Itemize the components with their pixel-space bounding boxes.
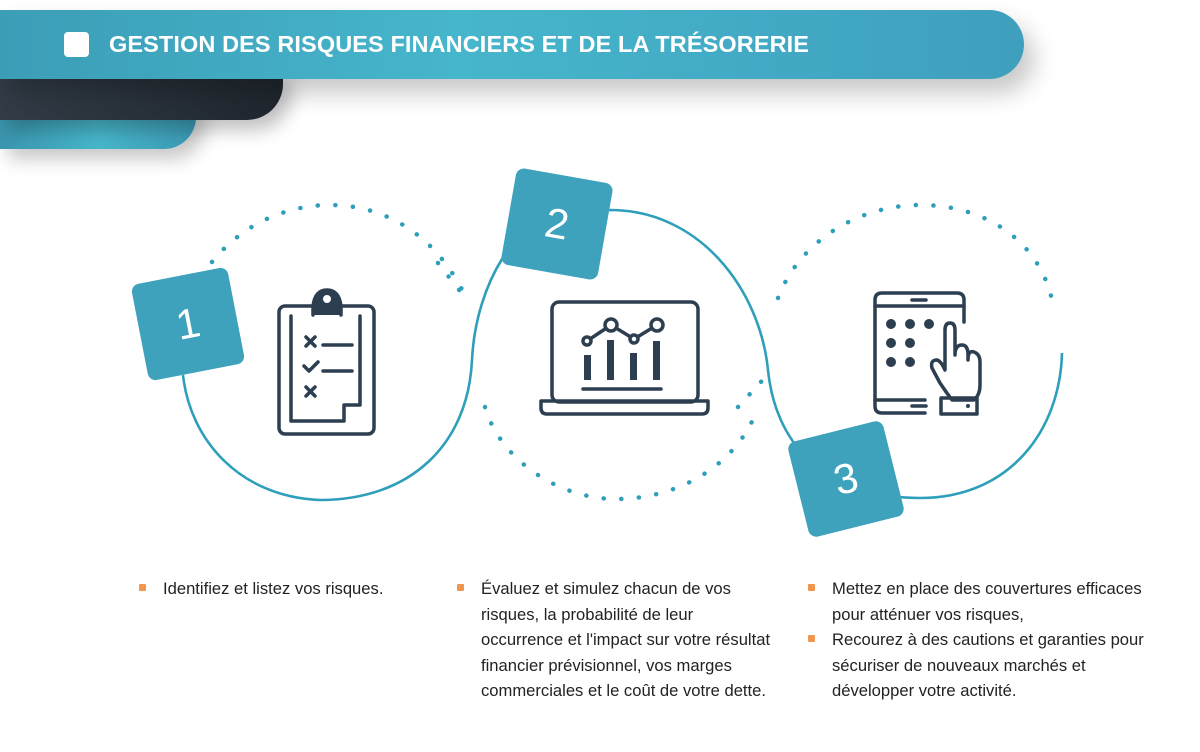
dotted-arc-2 — [482, 404, 761, 502]
step-badge-1: 1 — [130, 266, 246, 382]
step-number: 2 — [541, 198, 573, 249]
dotted-arc-mid-right — [735, 369, 773, 410]
dotted-arc-mid-left — [435, 260, 470, 303]
clipboard-checklist-icon — [277, 288, 376, 436]
header-bar: GESTION DES RISQUES FINANCIERS ET DE LA … — [0, 10, 1024, 79]
header-square-icon — [64, 32, 89, 57]
connector-line — [181, 208, 1064, 502]
bullet-item: Identifiez et listez vos risques. — [139, 576, 429, 602]
step-1-description: Identifiez et listez vos risques. — [139, 576, 429, 602]
laptop-chart-icon — [539, 300, 710, 416]
step-badge-2: 2 — [500, 167, 614, 281]
step-number: 3 — [828, 452, 863, 505]
dotted-arc-3 — [775, 202, 1055, 303]
tablet-touch-icon — [873, 291, 982, 416]
dotted-arc-1 — [209, 202, 470, 303]
bullet-item: Évaluez et simulez chacun de vos risques… — [457, 576, 777, 704]
bullet-item: Mettez en place des couvertures efficace… — [808, 576, 1148, 627]
step-2-description: Évaluez et simulez chacun de vos risques… — [457, 576, 777, 704]
bullet-item: Recourez à des cautions et garanties pou… — [808, 627, 1148, 704]
step-3-description: Mettez en place des couvertures efficace… — [808, 576, 1148, 704]
page-title: GESTION DES RISQUES FINANCIERS ET DE LA … — [109, 31, 810, 57]
step-number: 1 — [171, 298, 204, 349]
